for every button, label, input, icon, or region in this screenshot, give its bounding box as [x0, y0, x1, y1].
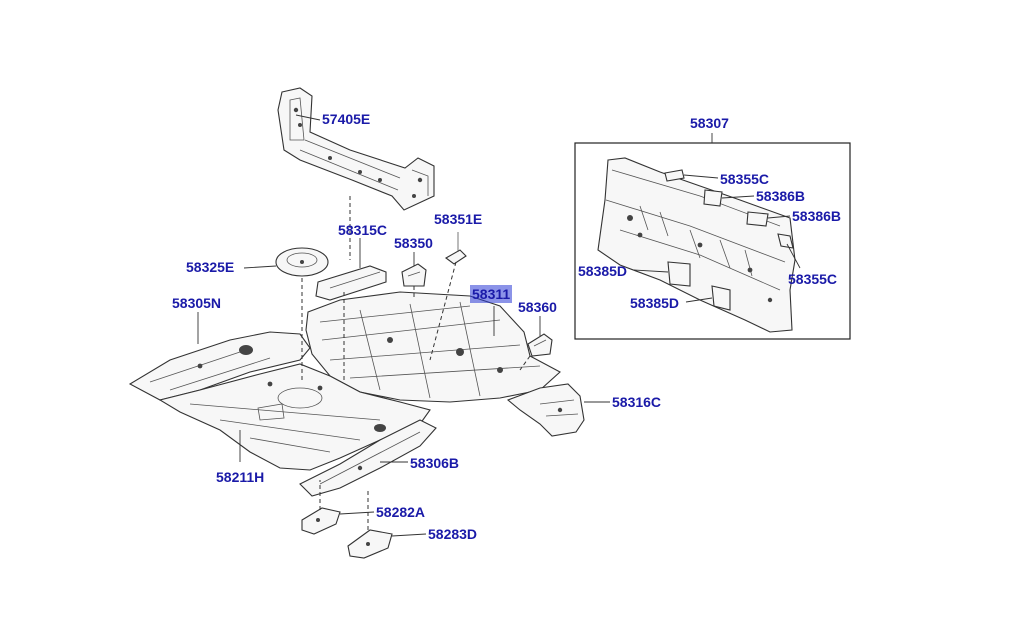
label-58307[interactable]: 58307	[690, 115, 729, 131]
label-58306B[interactable]: 58306B	[410, 455, 459, 471]
part-58325E-cap[interactable]	[275, 247, 329, 277]
label-58386B-b[interactable]: 58386B	[792, 208, 841, 224]
label-58305N[interactable]: 58305N	[172, 295, 221, 311]
part-58315C-bracket[interactable]	[315, 265, 387, 301]
part-58351E-clip[interactable]	[445, 232, 467, 265]
leader-58355C-bottom	[786, 243, 801, 269]
part-58386B-b[interactable]	[746, 211, 769, 227]
label-58355C-bottom[interactable]: 58355C	[788, 271, 837, 287]
part-58316C-bracket[interactable]	[506, 383, 585, 437]
leader-58385D-a	[633, 269, 669, 273]
part-58386B-a[interactable]	[703, 189, 723, 207]
leader-57405E	[295, 114, 321, 121]
label-58360[interactable]: 58360	[518, 299, 557, 315]
label-58385D-b[interactable]: 58385D	[630, 295, 679, 311]
part-58360-bracket[interactable]	[527, 333, 553, 357]
highlight-58311	[470, 285, 512, 303]
assembly-box-58307	[574, 142, 851, 340]
label-58386B-a[interactable]: 58386B	[756, 188, 805, 204]
label-58311[interactable]: 58311	[472, 286, 510, 302]
label-58211H[interactable]: 58211H	[216, 469, 264, 485]
leader-58325E	[243, 265, 277, 269]
part-58306B-side-member[interactable]	[299, 419, 437, 497]
leader-58282A	[339, 511, 375, 515]
dash-58351E	[429, 261, 457, 361]
leader-58355C-top	[683, 174, 719, 179]
label-58325E[interactable]: 58325E	[186, 259, 234, 275]
part-58355C-top[interactable]	[664, 169, 685, 182]
leader-58283D	[391, 533, 427, 537]
label-57405E[interactable]: 57405E	[322, 111, 370, 127]
label-58316C[interactable]: 58316C	[612, 394, 661, 410]
part-58282A-bracket[interactable]	[301, 507, 341, 535]
part-58350-bracket[interactable]	[401, 263, 427, 287]
part-58385D-b[interactable]	[711, 285, 731, 311]
leader-58385D-b	[685, 297, 713, 303]
label-58315C[interactable]: 58315C	[338, 222, 387, 238]
part-58385D-a[interactable]	[667, 261, 691, 287]
part-58283D-bracket[interactable]	[347, 529, 393, 559]
label-58282A[interactable]: 58282A	[376, 504, 425, 520]
label-58351E[interactable]: 58351E	[434, 211, 482, 227]
label-58385D-a[interactable]: 58385D	[578, 263, 627, 279]
part-57405E-crossmember[interactable]	[277, 87, 435, 211]
label-58355C-top[interactable]: 58355C	[720, 171, 769, 187]
leader-58386B-b	[767, 215, 791, 219]
dash-58360	[519, 355, 531, 371]
part-58307-rear-panel[interactable]	[597, 157, 796, 333]
part-58355C-bottom[interactable]	[777, 233, 794, 249]
label-58283D[interactable]: 58283D	[428, 526, 477, 542]
label-58350[interactable]: 58350	[394, 235, 433, 251]
leader-58386B-a	[721, 195, 755, 199]
